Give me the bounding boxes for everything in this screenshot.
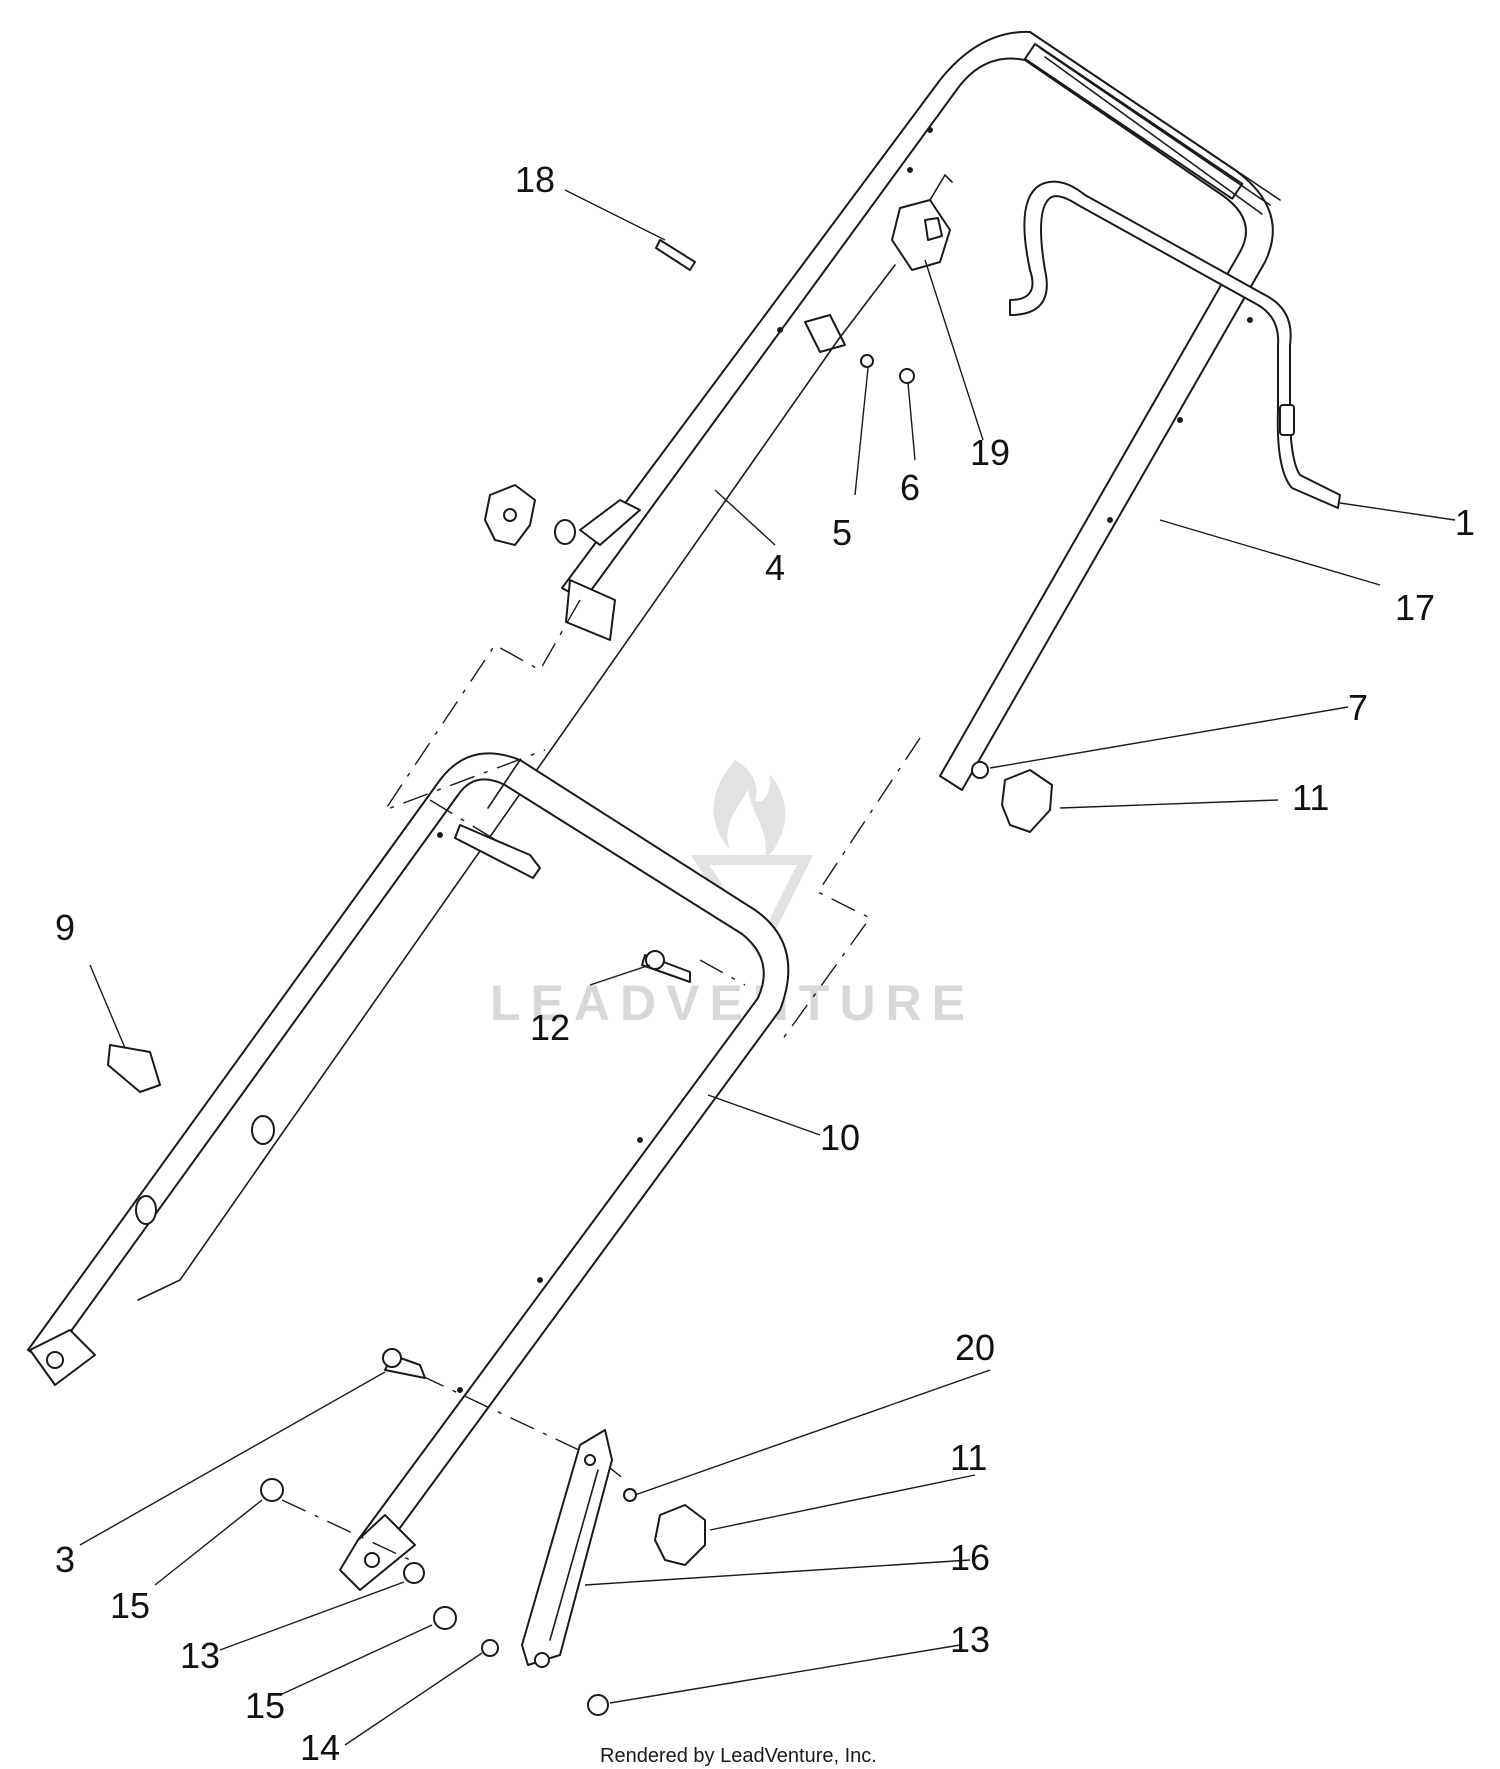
watermark: LEADVENTURE bbox=[490, 760, 975, 1031]
callout-7: 7 bbox=[1348, 687, 1368, 728]
callout-10: 10 bbox=[820, 1117, 860, 1158]
callout-11-lower: 11 bbox=[950, 1437, 987, 1478]
callout-20: 20 bbox=[955, 1327, 995, 1368]
callout-4: 4 bbox=[765, 547, 785, 588]
callout-13-left: 13 bbox=[180, 1635, 220, 1676]
cable-ferrule bbox=[251, 1115, 275, 1145]
leader-lines bbox=[79, 189, 1456, 1746]
callout-13-right: 13 bbox=[950, 1619, 990, 1660]
callout-9: 9 bbox=[55, 907, 75, 948]
callout-19: 19 bbox=[970, 432, 1010, 473]
callout-5: 5 bbox=[832, 512, 852, 553]
credit-text: Rendered by LeadVenture, Inc. bbox=[600, 1745, 877, 1767]
watermark-text: LEADVENTURE bbox=[490, 975, 975, 1031]
cable-guide bbox=[135, 1195, 157, 1225]
callout-11-upper: 11 bbox=[1292, 777, 1329, 818]
callout-15-left: 15 bbox=[110, 1585, 150, 1626]
callout-3: 3 bbox=[55, 1539, 75, 1580]
callout-1: 1 bbox=[1455, 502, 1475, 543]
callout-17: 17 bbox=[1395, 587, 1435, 628]
callout-labels: 18 19 5 6 4 1 17 7 11 9 12 10 20 11 16 3… bbox=[55, 159, 1475, 1768]
control-cable bbox=[259, 264, 896, 1166]
callout-14: 14 bbox=[300, 1727, 340, 1768]
callout-15-right: 15 bbox=[245, 1685, 285, 1726]
alignment-lines bbox=[281, 599, 921, 1561]
cable-clip bbox=[804, 314, 846, 353]
hardware bbox=[107, 239, 1053, 1716]
callout-18: 18 bbox=[515, 159, 555, 200]
callout-12: 12 bbox=[530, 1007, 570, 1048]
callout-16: 16 bbox=[950, 1537, 990, 1578]
lower-handle bbox=[27, 752, 790, 1591]
control-box bbox=[891, 173, 953, 271]
callout-6: 6 bbox=[900, 467, 920, 508]
upper-handle bbox=[561, 30, 1281, 791]
operator-bail bbox=[1009, 180, 1341, 509]
